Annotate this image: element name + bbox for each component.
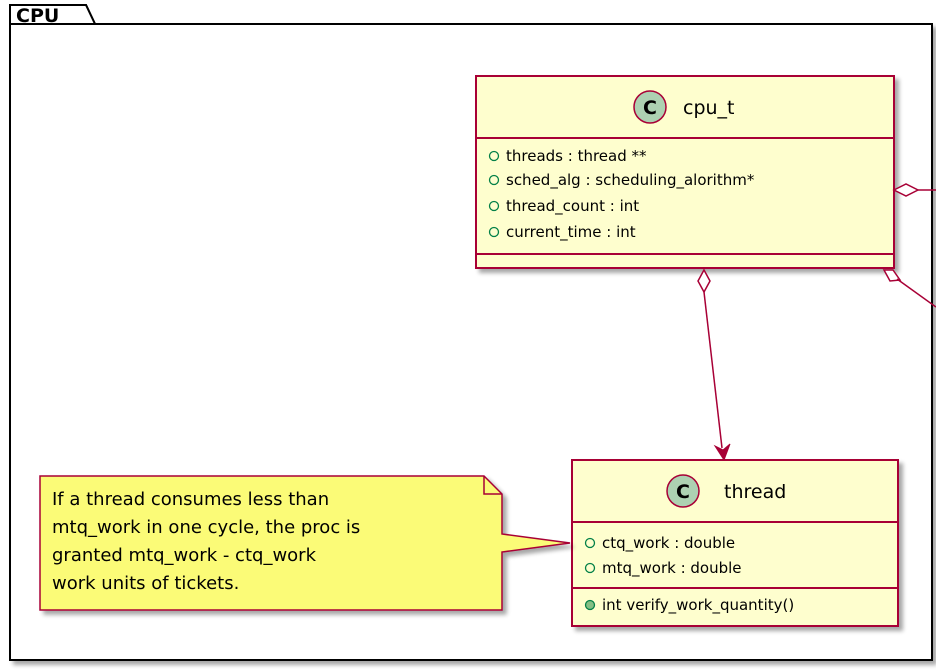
package-label: CPU <box>16 5 59 27</box>
method-verify-work-quantity: int verify_work_quantity() <box>602 596 794 615</box>
aggregation-diamond <box>882 269 902 282</box>
arrow-head <box>713 443 731 462</box>
note-corner-fold <box>483 476 502 495</box>
class-type-icon <box>666 474 700 508</box>
note-body <box>39 475 571 611</box>
field-ctq-work: ctq_work : double <box>602 534 735 553</box>
class-name: cpu_t <box>683 97 735 119</box>
class-thread[interactable]: C thread ctq_work : double mtq_work : do… <box>571 459 899 627</box>
public-field-icon <box>488 200 500 212</box>
public-field-icon <box>488 150 500 162</box>
relation-cpu_t-offscreen-lower <box>882 269 936 308</box>
field-threads: threads : thread ** <box>506 147 647 165</box>
relation-cpu_t-thread <box>697 268 731 462</box>
note-line-1: If a thread consumes less than <box>52 489 329 510</box>
field-thread-count: thread_count : int <box>506 197 639 216</box>
public-field-icon <box>584 562 596 574</box>
public-field-icon <box>488 174 500 186</box>
class-glyph: C <box>643 97 657 119</box>
class-type-icon <box>633 90 667 124</box>
field-current-time: current_time : int <box>506 223 636 242</box>
class-name: thread <box>724 481 786 503</box>
field-sched-alg: sched_alg : scheduling_alorithm* <box>506 171 755 190</box>
public-field-icon <box>584 537 596 549</box>
class-cpu_t[interactable]: C cpu_t threads : thread ** sched_alg : … <box>475 75 895 269</box>
note-line-3: granted mtq_work - ctq_work <box>52 545 317 566</box>
public-method-icon <box>584 599 596 611</box>
class-box <box>571 459 899 627</box>
note: If a thread consumes less than mtq_work … <box>39 475 571 611</box>
class-glyph: C <box>676 481 690 503</box>
class-box <box>475 75 895 269</box>
public-field-icon <box>488 226 500 238</box>
relation-cpu_t-offscreen-upper <box>892 183 936 197</box>
note-line-2: mtq_work in one cycle, the proc is <box>52 517 360 538</box>
note-line-4: work units of tickets. <box>52 573 239 594</box>
field-mtq-work: mtq_work : double <box>602 559 742 578</box>
